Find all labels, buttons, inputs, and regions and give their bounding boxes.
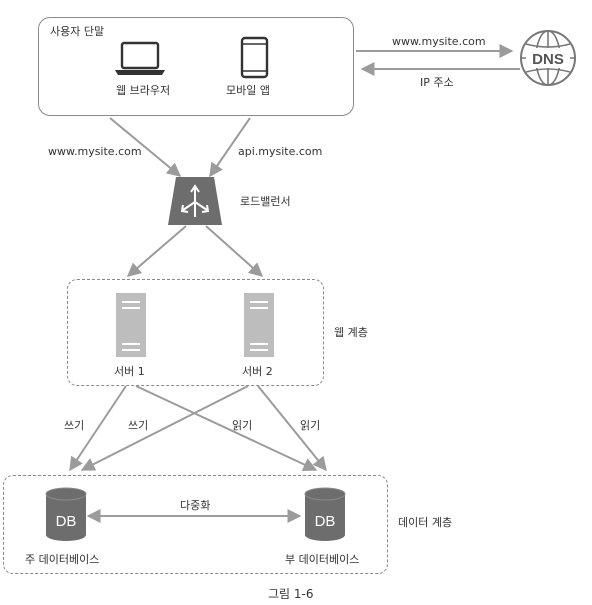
- data-tier-label: 데이터 계층: [398, 516, 453, 529]
- mobile-label: 모바일 앱: [226, 84, 270, 97]
- replica-db-text: DB: [315, 513, 336, 530]
- browser-request-label: www.mysite.com: [48, 145, 142, 158]
- dns-request-label: www.mysite.com: [392, 35, 486, 48]
- lb-to-server1-arrow: [126, 225, 187, 277]
- client-box: [38, 17, 354, 116]
- primary-db-label: 주 데이터베이스: [25, 553, 100, 566]
- write-label-1: 쓰기: [64, 419, 85, 432]
- load-balancer-icon: [168, 177, 222, 225]
- primary-db-text: DB: [56, 513, 77, 530]
- web-tier-label: 웹 계층: [334, 326, 368, 339]
- replica-db-label: 부 데이터베이스: [285, 553, 360, 566]
- client-title: 사용자 단말: [50, 25, 105, 38]
- server2-read-arrow: [257, 385, 327, 472]
- read-label-1: 읽기: [232, 419, 253, 432]
- lb-to-server2-arrow: [205, 225, 264, 277]
- read-label-2: 읽기: [300, 419, 321, 432]
- server-icon: [244, 293, 274, 357]
- database-icon: [304, 487, 346, 541]
- server-icon: [116, 293, 146, 357]
- server1-write-arrow: [69, 385, 127, 472]
- replication-label: 다중화: [180, 499, 211, 512]
- dns-response-label: IP 주소: [420, 76, 454, 89]
- write-label-2: 쓰기: [128, 419, 149, 432]
- dns-label: DNS: [532, 51, 564, 68]
- mobile-request-label: api.mysite.com: [238, 145, 323, 158]
- globe-icon: [520, 30, 576, 86]
- mobile-to-lb-arrow: [209, 117, 251, 178]
- database-icon: [45, 487, 87, 541]
- server1-read-arrow: [135, 385, 318, 472]
- data-tier-box: [3, 475, 388, 574]
- server-1-label: 서버 1: [114, 365, 145, 378]
- smartphone-icon: [240, 36, 269, 79]
- browser-label: 웹 브라우저: [116, 84, 171, 97]
- laptop-icon: [115, 41, 165, 75]
- web-tier-box: [67, 279, 324, 386]
- server2-write-arrow: [80, 385, 249, 471]
- browser-to-lb-arrow: [109, 117, 182, 177]
- figure-caption: 그림 1-6: [268, 587, 314, 601]
- load-balancer-label: 로드밸런서: [240, 195, 291, 208]
- server-2-label: 서버 2: [242, 365, 273, 378]
